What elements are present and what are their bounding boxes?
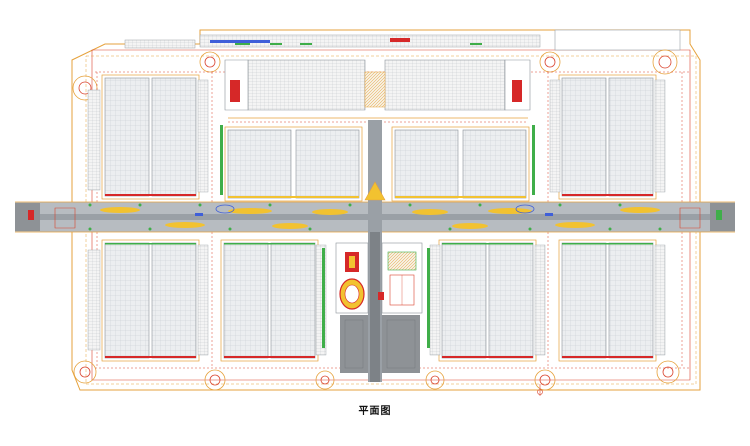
parking-areas <box>87 79 666 356</box>
hall-c2 <box>295 129 360 199</box>
central-axis <box>340 120 420 382</box>
hall-e1 <box>223 242 269 359</box>
central-parking-top <box>224 59 531 123</box>
hall-accent-marks <box>105 194 653 358</box>
hall-a1 <box>104 77 150 197</box>
hall-b1 <box>561 77 607 197</box>
north-arrow-icon <box>537 384 543 396</box>
avenue-trees <box>88 203 662 231</box>
hall-e2 <box>270 242 316 359</box>
hall-f1 <box>441 242 487 359</box>
drawing-caption: 平面图 <box>358 406 392 417</box>
landscape-accents <box>195 43 553 348</box>
central-complex <box>335 242 423 314</box>
hall-g2 <box>608 242 654 359</box>
hall-c4 <box>462 129 527 199</box>
roundabouts <box>72 49 680 391</box>
hall-d2 <box>151 242 197 359</box>
hall-f2 <box>488 242 534 359</box>
hall-a2 <box>151 77 197 197</box>
top-service-strip <box>124 29 681 51</box>
hall-d1 <box>104 242 150 359</box>
hall-c1 <box>227 129 292 199</box>
hall-b2 <box>608 77 654 197</box>
hall-g1 <box>561 242 607 359</box>
hall-c3 <box>394 129 459 199</box>
exhibition-halls <box>104 77 654 359</box>
